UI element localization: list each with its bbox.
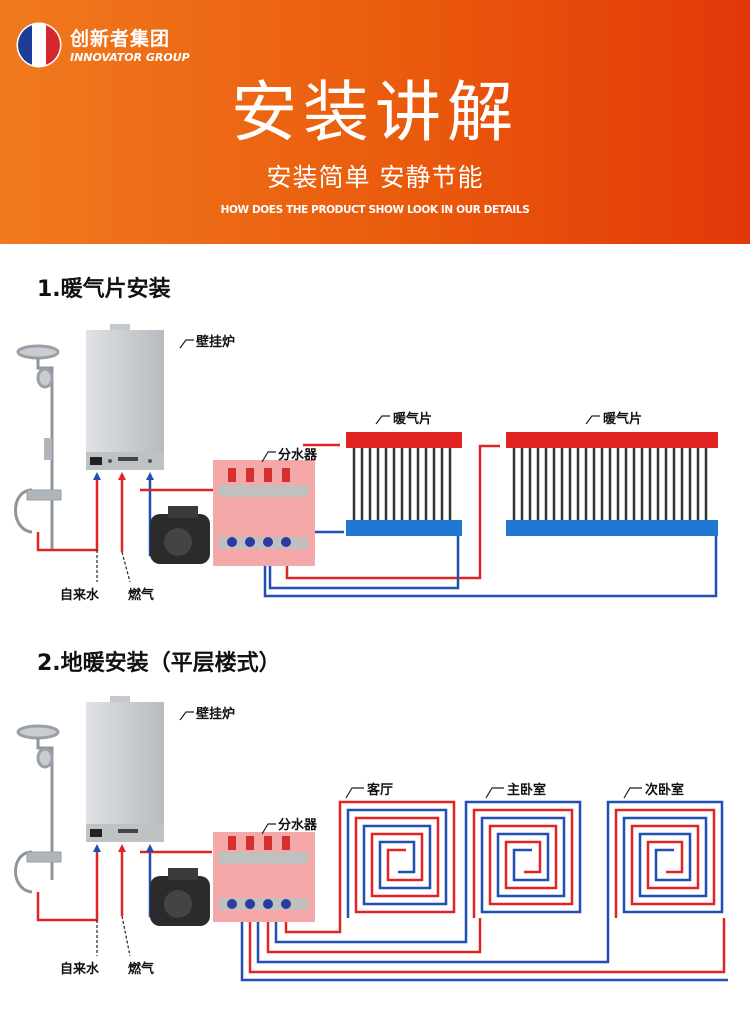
brand-name-en: INNOVATOR GROUP: [70, 51, 190, 64]
floor-coil-icon: [606, 800, 724, 918]
floor-coil-icon: [338, 800, 456, 918]
shower-icon: [14, 344, 62, 550]
label-tap-water: 自来水: [60, 588, 100, 603]
radiator-icon: [506, 432, 718, 536]
label-room-living: 客厅: [367, 783, 394, 798]
label-manifold: 分水器: [278, 448, 318, 463]
shower-icon: [14, 724, 62, 894]
floor-heating-installation-diagram: 壁挂炉 分水器 客厅 主卧室 次卧室 自来水 燃气: [0, 680, 750, 1032]
page-tagline: HOW DOES THE PRODUCT SHOW LOOK IN OUR DE…: [220, 204, 530, 216]
label-room-master-bedroom: 主卧室: [507, 783, 547, 798]
france-flag-logo-icon: [16, 22, 62, 68]
brand-name-cn: 创新者集团: [70, 28, 171, 50]
label-boiler: 壁挂炉: [196, 335, 236, 350]
boiler-icon: [86, 324, 164, 470]
radiator-installation-diagram: 壁挂炉 分水器 暖气片 暖气片 自来水 燃气: [0, 300, 750, 630]
label-gas: 燃气: [128, 962, 155, 977]
section-title-radiator: 1.暖气片安装: [37, 277, 171, 302]
label-boiler: 壁挂炉: [196, 707, 236, 722]
radiator-icon: [346, 432, 462, 536]
label-room-second-bedroom: 次卧室: [645, 783, 685, 798]
manifold-icon: [213, 832, 315, 922]
header-banner: 创新者集团 INNOVATOR GROUP 安装讲解 安装简单 安静节能 HOW…: [0, 0, 750, 244]
section-title-floor-heating: 2.地暖安装（平层楼式）: [37, 651, 281, 676]
manifold-icon: [213, 460, 315, 566]
label-gas: 燃气: [128, 588, 155, 603]
page-title: 安装讲解: [231, 74, 519, 151]
supply-pipe: [36, 476, 99, 552]
radiator-diagram-graphic: [14, 324, 718, 598]
floor-coil-icon: [464, 800, 582, 918]
label-radiator-1: 暖气片: [393, 412, 433, 427]
boiler-icon: [86, 696, 164, 842]
floor-heating-diagram-graphic: [14, 696, 728, 982]
label-tap-water: 自来水: [60, 962, 100, 977]
label-radiator-2: 暖气片: [603, 412, 643, 427]
pump-icon: [150, 506, 210, 564]
page-subtitle: 安装简单 安静节能: [266, 163, 484, 192]
label-manifold: 分水器: [278, 818, 318, 833]
pump-icon: [150, 868, 210, 926]
